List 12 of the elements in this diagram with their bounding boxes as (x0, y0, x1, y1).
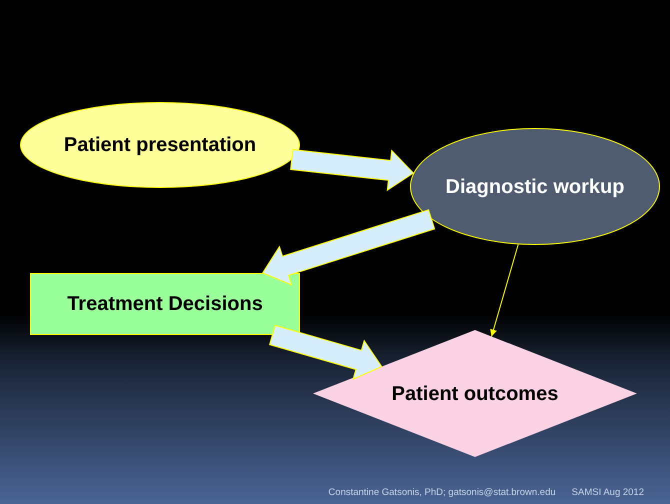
node-label: Patient outcomes (392, 382, 558, 406)
block-arrow (268, 324, 382, 380)
block-arrow (262, 209, 436, 286)
process-box (30, 273, 300, 335)
node-label: Patient presentation (64, 133, 256, 157)
node-label: Treatment Decisions (67, 292, 263, 316)
footer-text: Constantine Gatsonis, PhD; gatsonis@stat.brown.edu (328, 487, 556, 498)
block-arrow (290, 149, 414, 192)
decision-diamond (313, 330, 637, 457)
footer-text: SAMSI Aug 2012 (572, 487, 644, 498)
arrow (490, 244, 519, 337)
node-label: Diagnostic workup (446, 174, 624, 198)
